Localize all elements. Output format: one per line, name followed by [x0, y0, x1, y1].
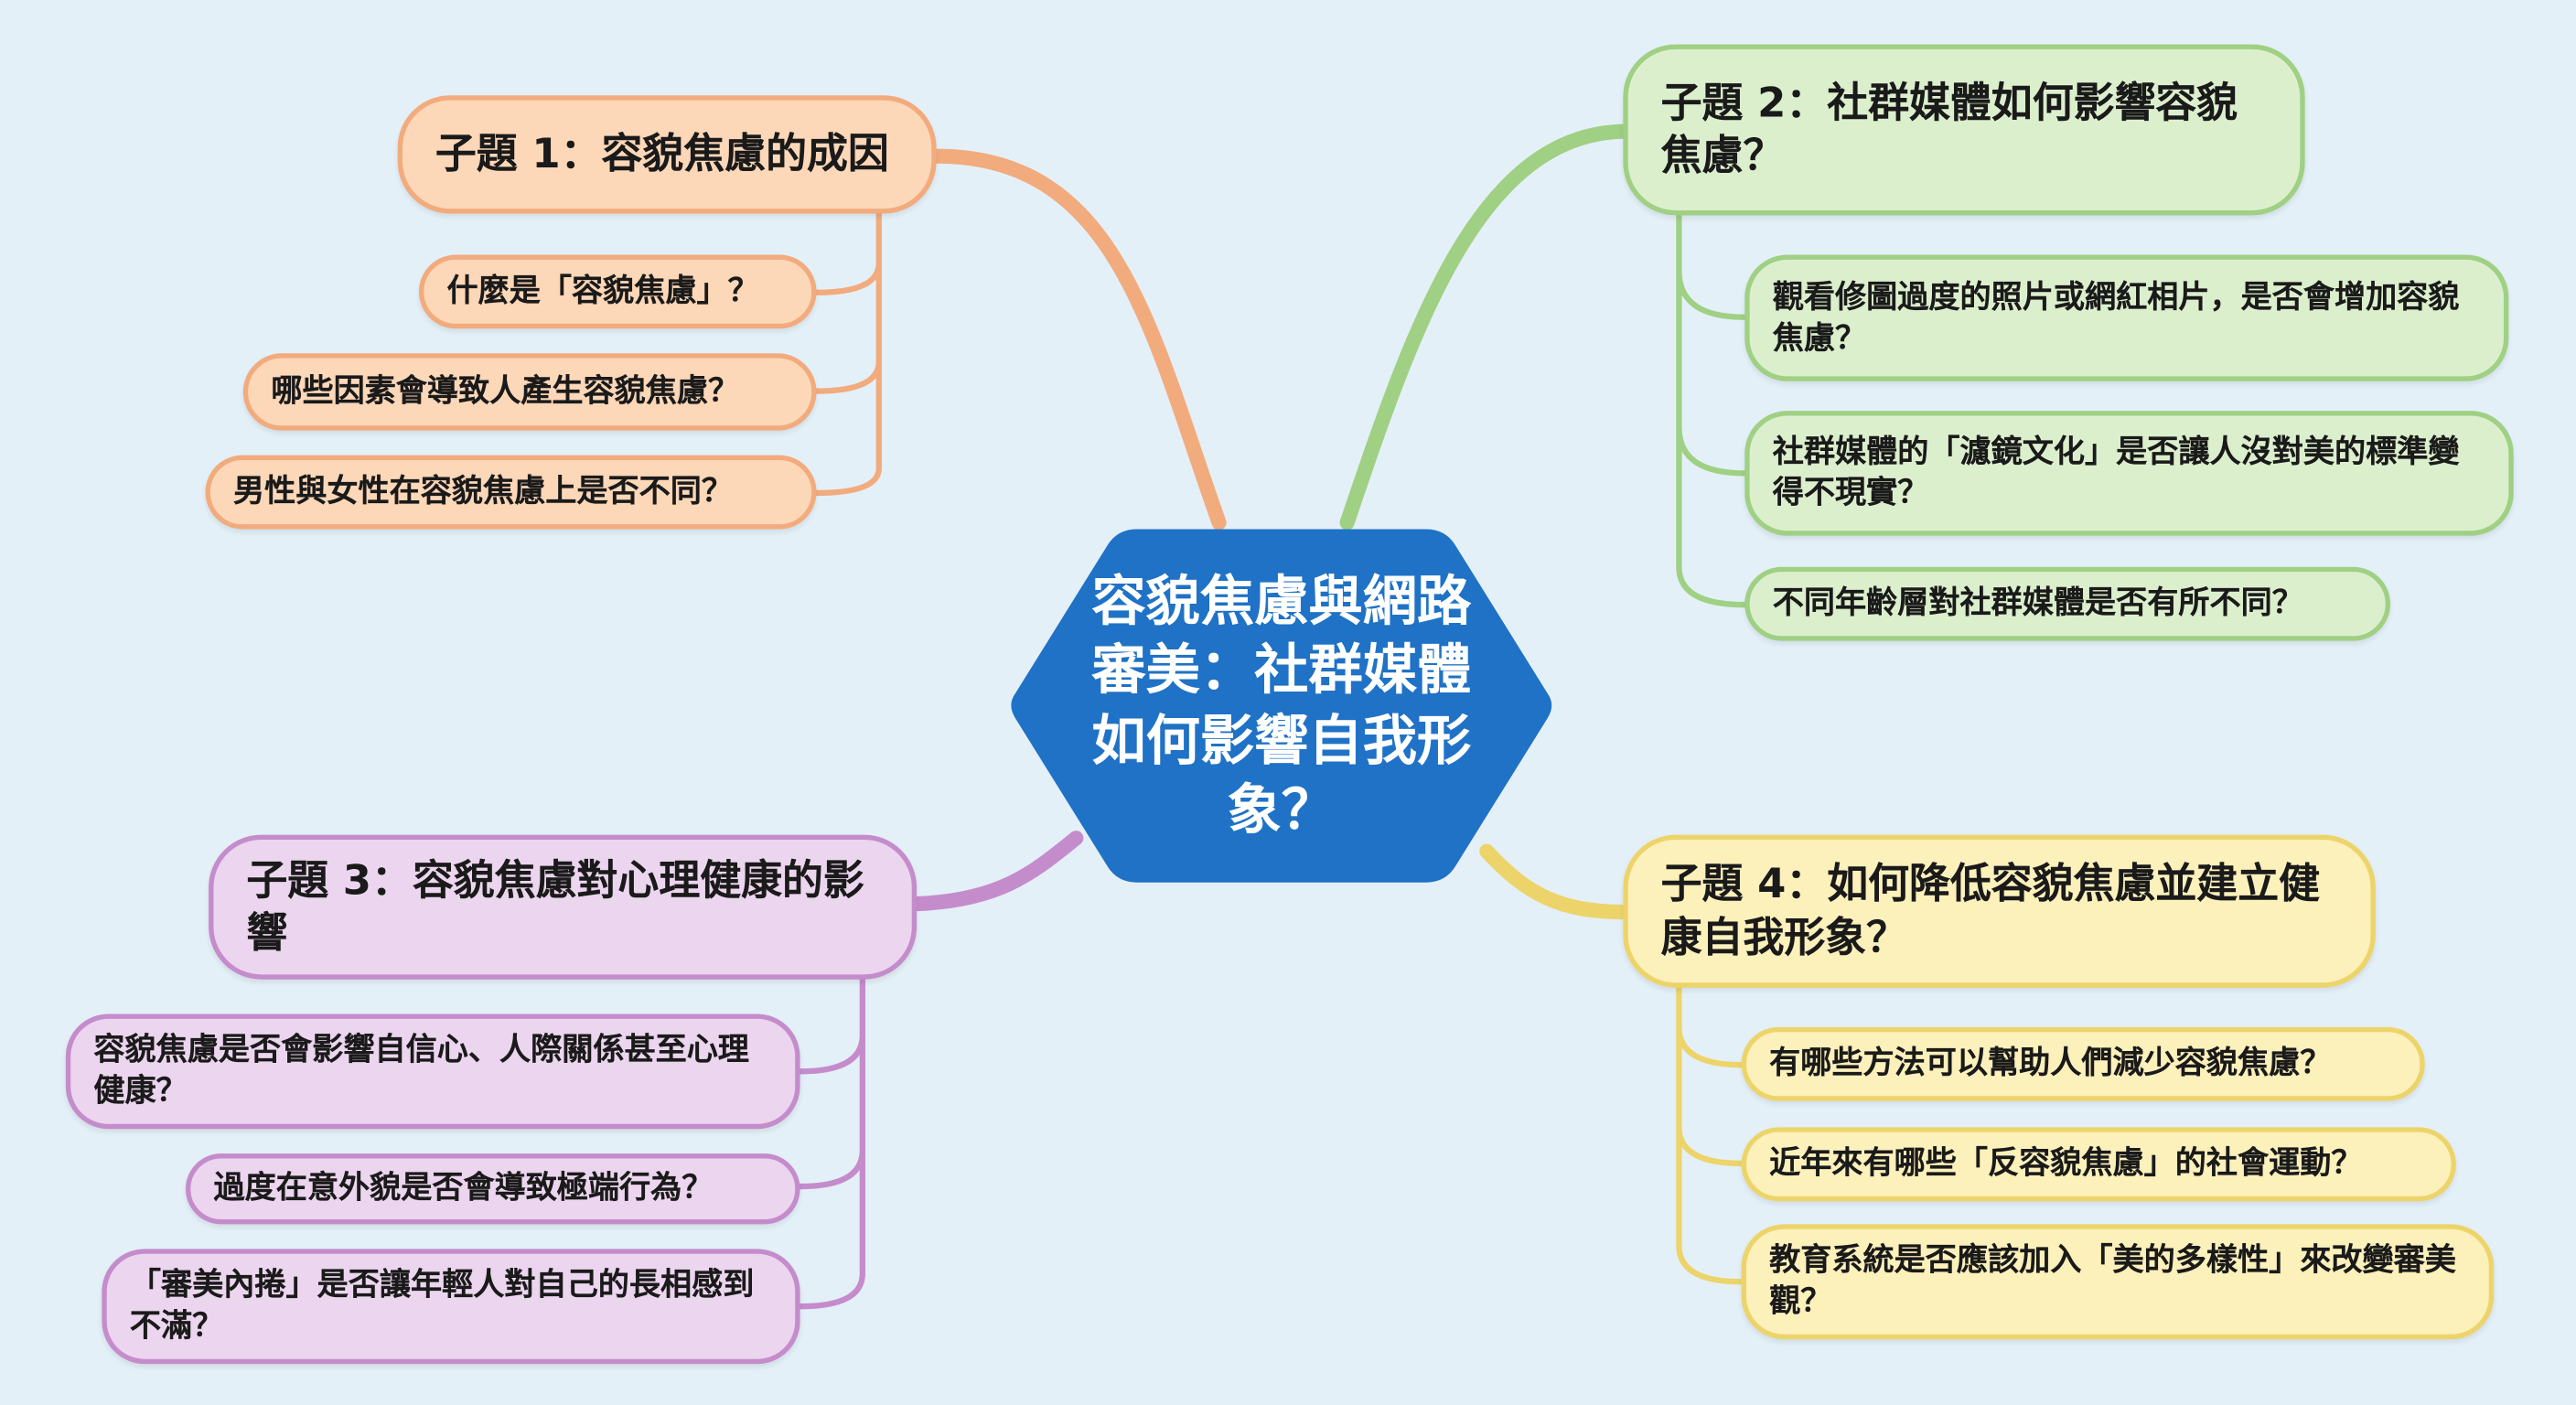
topic-4-item-3[interactable]: 教育系統是否應該加入「美的多樣性」來改變審美觀？: [1741, 1224, 2495, 1340]
topic-2-item-2[interactable]: 社群媒體的「濾鏡文化」是否讓人沒對美的標準變得不現實？: [1744, 411, 2514, 536]
topic-1-item-1[interactable]: 什麼是「容貌焦慮」？: [418, 254, 817, 329]
topic-3-item-3[interactable]: 「審美內捲」是否讓年輕人對自己的長相感到不滿？: [102, 1249, 800, 1365]
connector-topic-1: [928, 148, 1227, 531]
branch-topic-3: [797, 976, 865, 1310]
topic-1-item-2[interactable]: 哪些因素會導致人產生容貌焦慮？: [242, 353, 817, 431]
hexagon-shape: [1011, 529, 1552, 883]
connector-topic-4: [1479, 843, 1635, 920]
central-topic-title: 容貌焦慮與網路審美：社群媒體如何影響自我形象？: [1091, 568, 1472, 842]
topic-4-item-1[interactable]: 有哪些方法可以幫助人們減少容貌焦慮？: [1741, 1026, 2425, 1101]
topic-2[interactable]: 子題 2：社群媒體如何影響容貌焦慮？: [1623, 44, 2305, 216]
topic-1-item-3[interactable]: 男性與女性在容貌焦慮上是否不同？: [205, 455, 817, 530]
topic-4[interactable]: 子題 4：如何降低容貌焦慮並建立健康自我形象？: [1623, 834, 2376, 988]
branch-topic-4: [1676, 984, 1744, 1285]
topic-1[interactable]: 子題 1：容貌焦慮的成因: [397, 95, 937, 214]
central-topic[interactable]: 容貌焦慮與網路審美：社群媒體如何影響自我形象？: [1005, 522, 1557, 889]
topic-3-item-1[interactable]: 容貌焦慮是否會影響自信心、人際關係甚至心理健康？: [65, 1014, 800, 1130]
topic-2-item-3[interactable]: 不同年齡層對社群媒體是否有所不同？: [1744, 566, 2391, 641]
topic-3-item-2[interactable]: 過度在意外貌是否會導致極端行為？: [185, 1153, 800, 1225]
connector-topic-3: [909, 831, 1084, 912]
topic-3[interactable]: 子題 3：容貌焦慮對心理健康的影響: [209, 834, 918, 980]
topic-4-item-2[interactable]: 近年來有哪些「反容貌焦慮」的社會運動？: [1741, 1127, 2456, 1202]
topic-2-item-1[interactable]: 觀看修圖過度的照片或網紅相片，是否會增加容貌焦慮？: [1744, 254, 2509, 381]
branch-topic-2: [1676, 212, 1748, 608]
branch-topic-1: [813, 210, 882, 497]
connector-topic-2: [1339, 123, 1635, 531]
